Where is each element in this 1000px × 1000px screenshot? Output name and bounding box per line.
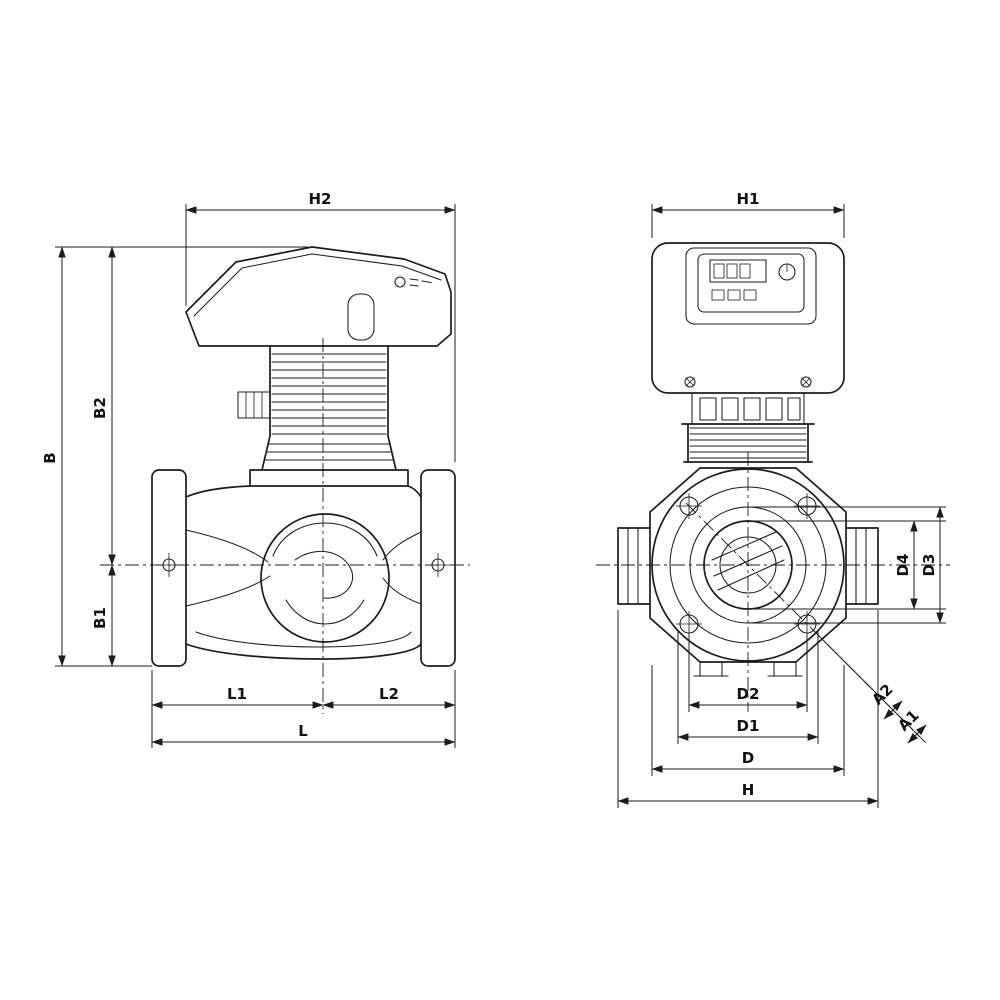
- dim-label-a2: A2: [868, 680, 896, 708]
- dim-label-h1: H1: [737, 190, 760, 208]
- dim-label-a1: A1: [894, 706, 922, 734]
- dim-label-d2: D2: [737, 685, 760, 703]
- dim-label-d4: D4: [894, 554, 912, 577]
- dim-label-b2: B2: [91, 397, 109, 419]
- right-boss: [845, 527, 879, 605]
- right-flange: [420, 469, 456, 667]
- feet: [693, 661, 803, 677]
- dim-label-l: L: [298, 722, 308, 740]
- dim-label-d3: D3: [920, 554, 938, 577]
- left-boss: [617, 527, 651, 605]
- button-2: [727, 289, 741, 301]
- side-view: H2 B B2 B1 L1 L2 L: [41, 190, 470, 748]
- control-head-front: [651, 242, 845, 394]
- display: [709, 259, 767, 283]
- dim-label-h: H: [742, 781, 755, 799]
- front-view: H1 D4 D3 D2 D1 D H A2: [596, 190, 950, 808]
- side-view-dimensions: H2 B B2 B1 L1 L2 L: [41, 190, 456, 748]
- screw-right: [800, 376, 812, 388]
- front-view-dimensions: H1 D4 D3 D2 D1 D H A2: [617, 190, 946, 808]
- dim-label-b: B: [41, 452, 59, 463]
- terminal-plugs: [691, 392, 805, 425]
- dim-label-d1: D1: [737, 717, 760, 735]
- left-flange: [151, 469, 187, 667]
- head-port: [347, 293, 375, 341]
- control-head-side: [185, 246, 452, 347]
- dim-label-b1: B1: [91, 607, 109, 629]
- bolt-holes: [676, 493, 820, 637]
- dim-label-l2: L2: [379, 685, 399, 703]
- volute: [260, 513, 390, 643]
- display-bezel: [697, 253, 805, 313]
- dim-label-d: D: [742, 749, 754, 767]
- button-1: [711, 289, 725, 301]
- pump-housing-side: [151, 469, 456, 667]
- control-panel: [685, 247, 817, 325]
- motor-flange-plate: [249, 469, 409, 487]
- head-logo-icon: [394, 276, 406, 288]
- button-3: [743, 289, 757, 301]
- screw-left: [684, 376, 696, 388]
- dim-label-l1: L1: [227, 685, 247, 703]
- dim-label-h2: H2: [309, 190, 332, 208]
- motor-side: [237, 345, 409, 487]
